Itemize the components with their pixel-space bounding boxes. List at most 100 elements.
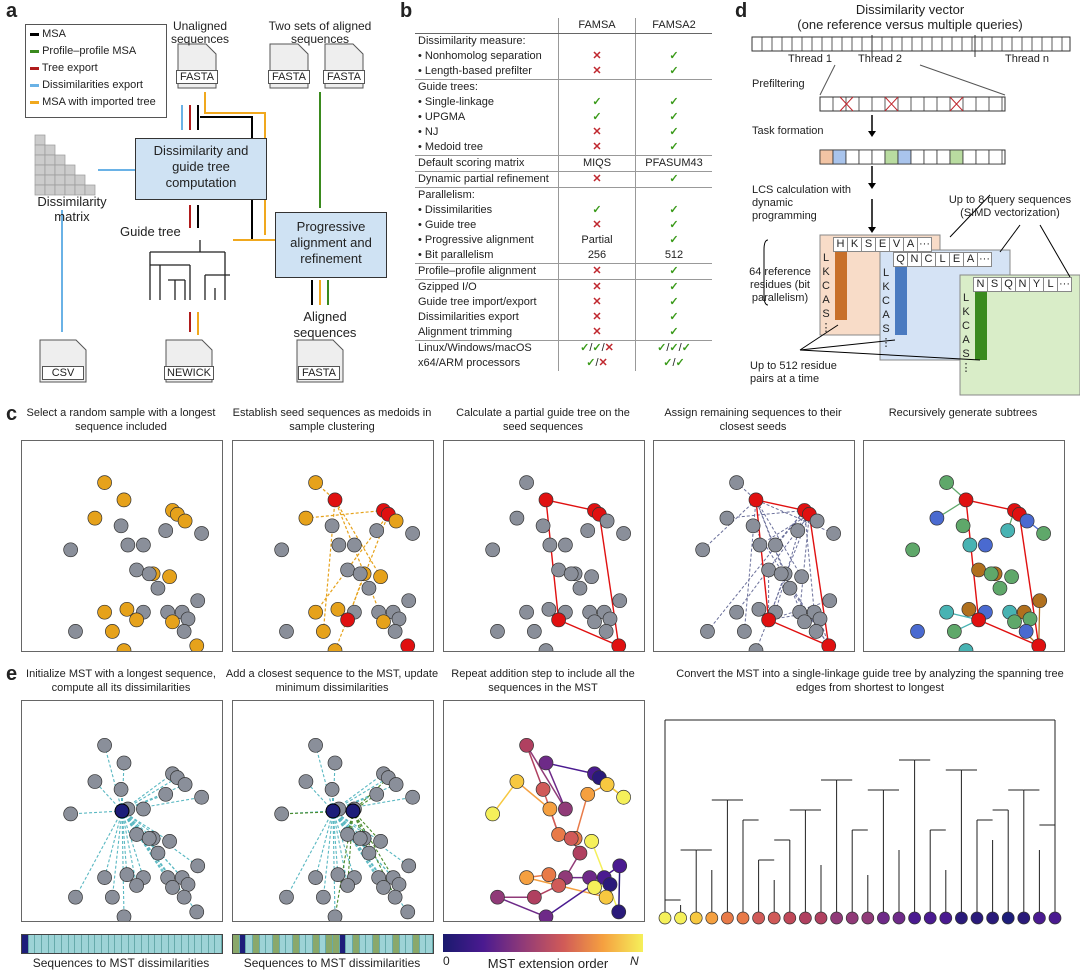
famsa-cell: MIQS	[558, 155, 636, 172]
graph-node	[405, 526, 420, 541]
panel-e-letter: e	[6, 663, 18, 685]
e-step-title: Convert the MST into a single-linkage gu…	[676, 668, 1064, 694]
graph-node	[751, 601, 767, 617]
famsa-cell	[558, 33, 636, 49]
residue-cell: L	[882, 267, 890, 279]
bar-cell	[202, 935, 209, 953]
graph-node	[821, 638, 837, 651]
table-row: Alignment trimming✕✓	[415, 325, 712, 341]
graph-node	[1032, 593, 1048, 609]
residue-cell: S	[987, 277, 1002, 292]
bar-cell	[188, 935, 196, 953]
row-label: Dynamic partial refinement	[415, 171, 559, 188]
graph-node	[978, 537, 993, 553]
graph-node	[165, 880, 180, 895]
graph-node	[822, 593, 838, 609]
e-graph-3	[443, 700, 645, 922]
graph-node	[373, 569, 388, 585]
residue-cell: L	[962, 292, 970, 304]
bar-cell	[128, 935, 136, 953]
tree-leaf	[736, 911, 750, 925]
table-row: Profile–profile alignment✕✓	[415, 263, 712, 280]
graph-node	[558, 537, 573, 553]
graph-node	[391, 877, 407, 892]
graph-node	[327, 755, 343, 771]
graph-node	[373, 833, 388, 849]
residue-cell: S	[882, 323, 890, 335]
graph-node	[939, 604, 954, 620]
graph-node	[1022, 611, 1038, 627]
bar-cell	[195, 935, 203, 953]
graph-node	[599, 777, 615, 792]
bar-cell	[393, 935, 400, 953]
graph-node	[308, 737, 323, 753]
residue-cell: C	[921, 252, 936, 267]
famsa2-cell: 512	[635, 248, 712, 264]
graph-node	[958, 643, 974, 651]
residue-cell: ⋮	[960, 362, 972, 374]
graph-node	[162, 833, 177, 849]
row-label: Gzipped I/O	[415, 279, 559, 295]
residue-cell: L	[935, 252, 950, 267]
graph-node	[947, 624, 962, 639]
thread2-label: Thread 2	[858, 53, 903, 65]
residue-cell: ⋮	[880, 337, 892, 349]
graph-node	[405, 789, 420, 805]
famsa-cell: 256	[558, 248, 636, 264]
famsa-cell: ✕	[558, 263, 636, 280]
residue-cell: L	[1043, 277, 1058, 292]
row-label: • Medoid tree	[418, 141, 483, 153]
graph-node	[563, 566, 579, 582]
graph-node	[97, 737, 112, 753]
graph-node	[794, 569, 809, 585]
bar-label: Sequences to MST dissimilarities	[243, 956, 421, 970]
graph-node	[602, 611, 618, 627]
graph-node	[797, 614, 812, 630]
table-row: • Single-linkage✓✓	[415, 95, 712, 110]
panel-c-letter: c	[6, 403, 18, 425]
c-step-title: Assign remaining sequences to their clos…	[664, 407, 842, 433]
dissimilarity-bar	[21, 934, 223, 954]
graph-node	[330, 867, 346, 883]
graph-node	[158, 786, 174, 802]
graph-node	[113, 518, 129, 534]
bar-cell	[399, 935, 407, 953]
c-graph-2	[232, 440, 434, 652]
residue-cell: V	[889, 237, 904, 252]
residue-cell: K	[822, 266, 830, 278]
graph-node	[729, 604, 744, 620]
graph-node	[790, 523, 806, 538]
guide-tree-icon	[149, 240, 230, 300]
famsa2-cell: ✓	[635, 171, 712, 188]
aligned-label: Aligned sequences	[293, 309, 357, 340]
bar-cell	[95, 935, 103, 953]
row-label: Default scoring matrix	[415, 155, 559, 172]
graph-node	[929, 510, 945, 526]
famsa-cell: ✓	[558, 203, 636, 218]
graph-node	[611, 904, 627, 920]
graph-node	[538, 909, 554, 921]
tree-leaf	[955, 911, 968, 925]
tree-leaf	[674, 911, 687, 925]
bar-cell	[88, 935, 96, 953]
bar-cell	[208, 935, 216, 953]
famsa-cell: ✕	[558, 49, 636, 64]
famsa-cell: ✕	[558, 295, 636, 310]
two-sets-label: Two sets of aligned sequences	[268, 19, 372, 46]
famsa2-cell	[635, 187, 712, 203]
row-label: Guide trees:	[415, 79, 559, 95]
bar-cell	[313, 935, 320, 953]
bar-cell	[379, 935, 387, 953]
mst-added-node	[345, 803, 361, 819]
graph-node	[274, 806, 290, 822]
graph-node	[400, 638, 416, 651]
graph-node	[190, 858, 206, 874]
tree-leaf	[845, 911, 859, 925]
graph-node	[388, 513, 404, 529]
graph-node	[327, 492, 343, 508]
graph-node	[316, 889, 331, 905]
graph-node	[369, 786, 385, 802]
bar-cell	[353, 935, 360, 953]
graph-node	[129, 612, 144, 628]
